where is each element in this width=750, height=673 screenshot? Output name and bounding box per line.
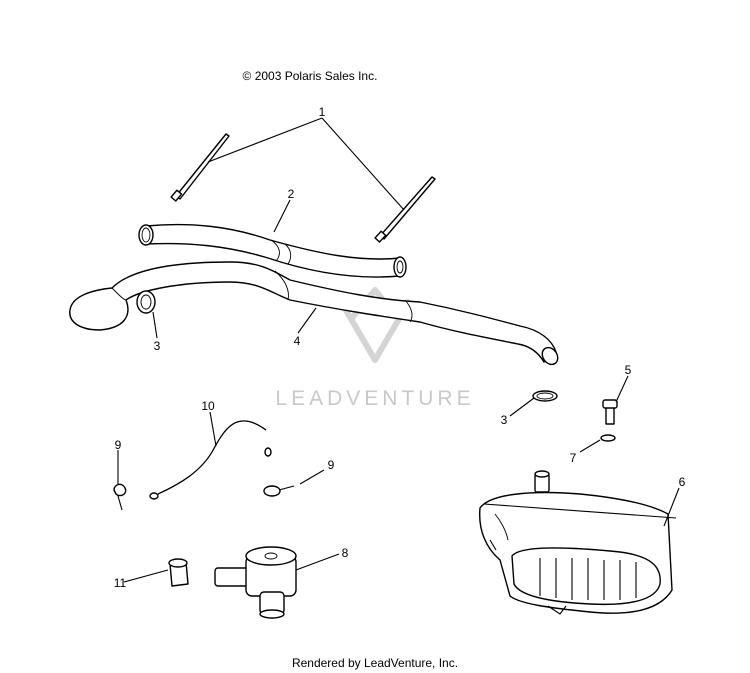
callout-8: 8 (342, 546, 349, 560)
cable-tie-left (170, 133, 230, 202)
callout-9-right: 9 (328, 458, 335, 472)
screw (602, 399, 618, 425)
hose-clamp-right (263, 485, 295, 497)
callout-4: 4 (294, 334, 301, 348)
callout-3-right: 3 (501, 413, 508, 427)
hose-clamp-left (113, 483, 127, 511)
copyright-text: © 2003 Polaris Sales Inc. (243, 69, 378, 83)
upper-hose (138, 223, 407, 278)
callout-7: 7 (570, 451, 577, 465)
clamp-right (532, 390, 558, 402)
watermark-text: LEADVENTURE (275, 387, 474, 410)
callouts: 1 2 3 4 3 5 7 6 10 9 9 8 11 (114, 105, 686, 590)
clamp-left (136, 290, 156, 314)
grommet (168, 558, 189, 587)
check-valve (214, 546, 297, 619)
callout-10: 10 (201, 399, 215, 413)
callout-1: 1 (319, 105, 326, 119)
callout-11: 11 (114, 576, 127, 590)
air-box (479, 470, 677, 615)
callout-9-left: 9 (115, 438, 122, 452)
callout-6: 6 (679, 475, 686, 489)
footer-credit: Rendered by LeadVenture, Inc. (292, 656, 458, 670)
callout-5: 5 (625, 363, 632, 377)
cable-tie-right (374, 176, 436, 243)
washer (600, 434, 616, 442)
long-hose (69, 261, 559, 366)
callout-3-left: 3 (154, 339, 161, 353)
vent-hose (149, 420, 272, 500)
callout-2: 2 (288, 187, 295, 201)
leader-lines (117, 117, 680, 583)
